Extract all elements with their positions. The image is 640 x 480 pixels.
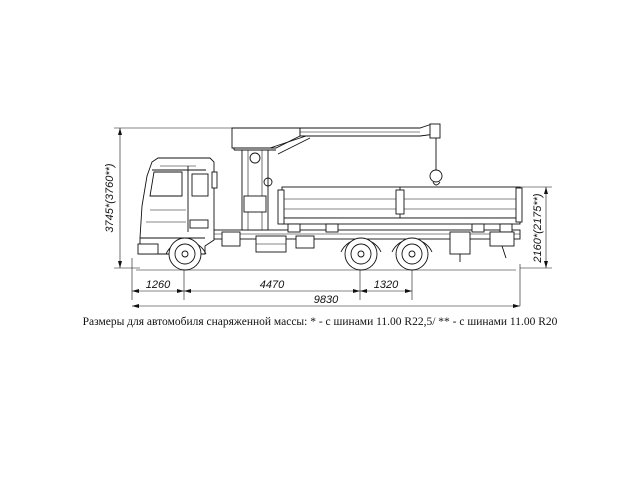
- platform-height-label: 2160*(2175**): [532, 193, 544, 263]
- height-total-label: 3745*(3760**): [104, 163, 116, 232]
- crane-column: [233, 129, 276, 231]
- crane-boom: [231, 123, 443, 186]
- bumper: [137, 243, 159, 255]
- rear-wheel-2: [391, 237, 433, 271]
- overall-length-dimension: 9830: [132, 294, 520, 308]
- rear-wheel-1: [340, 237, 382, 271]
- height-dimension: 3745*(3760**): [104, 128, 122, 268]
- wheelbase-label: 4470: [260, 279, 285, 291]
- crane-hook: [429, 169, 443, 183]
- overall-length-label: 9830: [314, 294, 339, 306]
- cab-side-window: [191, 173, 209, 197]
- rear-axle-spacing-label: 1320: [374, 279, 399, 291]
- cab-window: [149, 171, 183, 197]
- length-dimension-chain: 1260 4470 1320: [132, 279, 412, 293]
- truck-body: [136, 123, 523, 271]
- front-overhang-label: 1260: [146, 279, 171, 291]
- caption: Размеры для автомобиля снаряженной массы…: [82, 316, 558, 328]
- cargo-body: [277, 186, 523, 233]
- platform-height-dimension: 2160*(2175**): [532, 187, 548, 268]
